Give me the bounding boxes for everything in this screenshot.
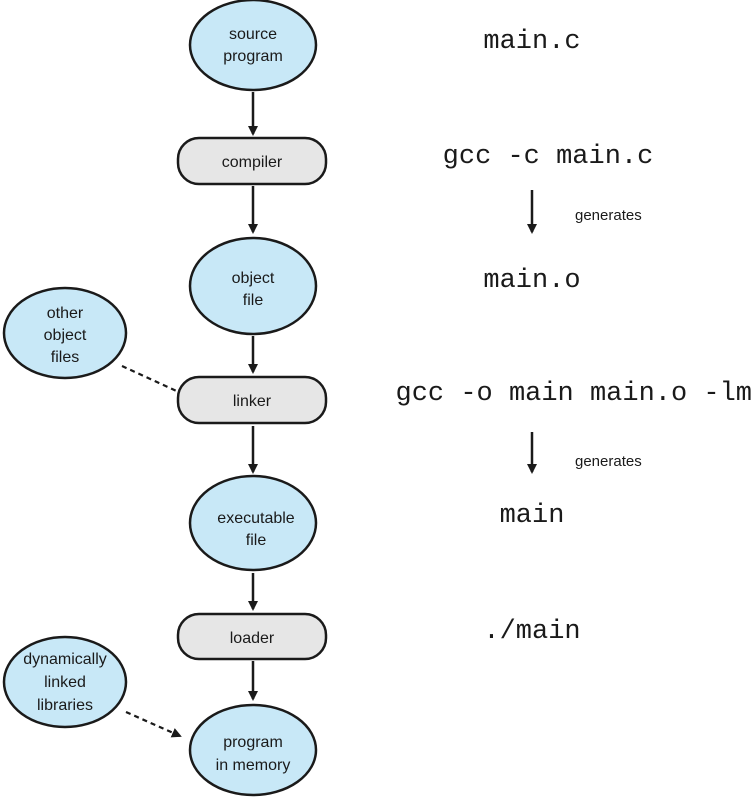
other-object-files-label-line1: other (47, 305, 84, 322)
cmd-executable: main (500, 501, 565, 531)
libraries-label-line3: libraries (37, 697, 93, 714)
loader-node: loader (176, 612, 328, 661)
generates-label-1: generates (575, 207, 642, 224)
libraries-label-line1: dynamically (23, 651, 107, 668)
object-file-label-line2: file (243, 292, 264, 309)
dynamically-linked-libraries-node: dynamically linked libraries (2, 635, 128, 729)
loader-label: loader (230, 630, 275, 647)
dashed-arrow-libraries-to-memory (125, 710, 182, 738)
executable-file-label-line1: executable (217, 510, 294, 527)
program-in-memory-label-line2: in memory (216, 757, 291, 774)
cmd-link: gcc -o main main.o -lm (396, 379, 752, 409)
other-object-files-label-line3: files (51, 349, 79, 366)
source-program-node: source program (188, 0, 318, 92)
source-program-label-line2: program (223, 48, 283, 65)
generates-label-2: generates (575, 453, 642, 470)
program-in-memory-node: program in memory (188, 703, 318, 797)
linker-label: linker (233, 393, 272, 410)
object-file-label-line1: object (232, 270, 275, 287)
source-program-label-line1: source (229, 26, 277, 43)
cmd-load: ./main (483, 617, 580, 647)
executable-file-node: executable file (188, 474, 318, 572)
object-file-node: object file (188, 236, 318, 336)
cmd-object-file: main.o (483, 266, 580, 296)
cmd-source-file: main.c (483, 27, 580, 57)
linker-node: linker (176, 375, 328, 425)
executable-file-label-line2: file (246, 532, 267, 549)
libraries-label-line2: linked (44, 674, 86, 691)
compiler-label: compiler (222, 154, 283, 171)
other-object-files-node: other object files (2, 286, 128, 380)
program-in-memory-label-line1: program (223, 734, 283, 751)
other-object-files-label-line2: object (44, 327, 87, 344)
cmd-compile: gcc -c main.c (443, 142, 654, 172)
compiler-node: compiler (176, 136, 328, 186)
